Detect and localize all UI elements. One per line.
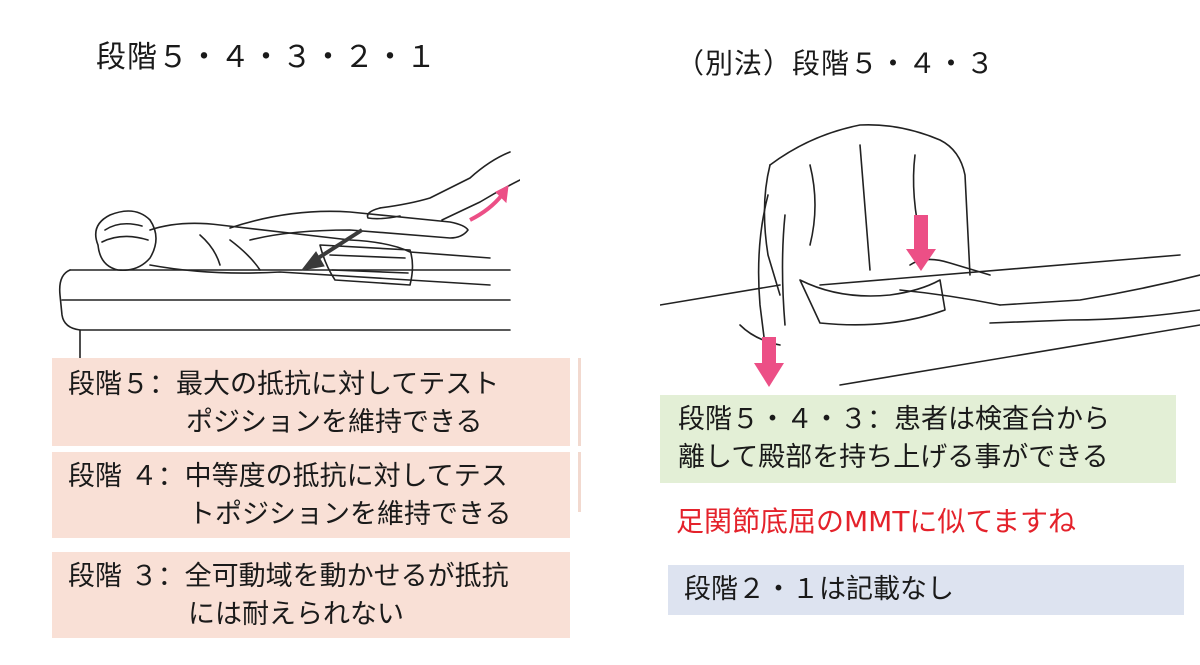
comparison-note: 足関節底屈のMMTに似てますね xyxy=(676,505,1077,538)
exam-table xyxy=(58,269,511,331)
patient-arm xyxy=(229,210,469,241)
grade4-box: 段階 ４：中等度の抵抗に対してテス トポジションを維持できる xyxy=(52,452,570,538)
examiner-arm xyxy=(999,274,1200,306)
grade3-box: 段階 ３：全可動域を動かせるが抵抗 には耐えられない xyxy=(52,552,570,638)
grade5-box: 段階５：最大の抵抗に対してテスト ポジションを維持できる xyxy=(52,358,570,446)
grade4-line1: 段階 ４：中等度の抵抗に対してテス xyxy=(68,461,508,492)
upward-arrow xyxy=(469,185,509,222)
divider xyxy=(578,358,581,446)
patient-shorts xyxy=(319,244,414,286)
grade543-line1: 段階５・４・３：患者は検査台から xyxy=(678,404,1110,435)
grade21-text: 段階２・１は記載なし xyxy=(684,574,954,605)
prone-test-illustration xyxy=(58,151,520,360)
grade21-box: 段階２・１は記載なし xyxy=(668,565,1184,615)
patient-back xyxy=(769,123,971,276)
right-heading: （別法）段階５・４・３ xyxy=(676,47,996,80)
grade543-box: 段階５・４・３：患者は検査台から 離して殿部を持ち上げる事ができる xyxy=(660,395,1176,483)
grade3-line1: 段階 ３：全可動域を動かせるが抵抗 xyxy=(68,561,509,592)
grade543-line2: 離して殿部を持ち上げる事ができる xyxy=(678,442,1109,473)
patient-head xyxy=(94,210,157,272)
examiner-arm xyxy=(379,151,511,209)
left-heading: 段階５・４・３・２・１ xyxy=(96,40,437,75)
patient-left-arm xyxy=(757,194,769,346)
grade3-line2: には耐えられない xyxy=(188,599,404,630)
downward-arrow xyxy=(300,228,364,271)
buttock-lift-illustration xyxy=(660,123,1200,387)
grade5-line2: ポジションを維持できる xyxy=(186,407,483,438)
downward-arrow-upper xyxy=(906,215,936,271)
grade5-line1: 段階５：最大の抵抗に対してテスト xyxy=(68,369,500,400)
grade4-line2: トポジションを維持できる xyxy=(188,499,512,530)
divider xyxy=(578,452,581,512)
patient-torso xyxy=(149,222,491,259)
patient-shorts xyxy=(799,279,946,326)
downward-arrow-lower xyxy=(754,337,784,387)
